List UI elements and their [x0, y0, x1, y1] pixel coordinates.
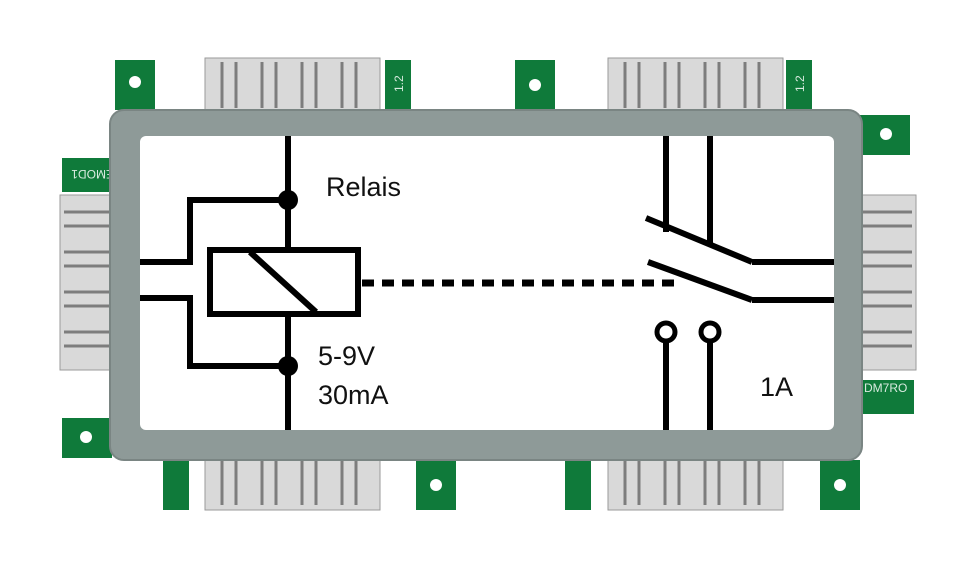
tab-bottom-1	[163, 460, 189, 510]
tab-bottom-2	[416, 460, 456, 510]
pin-header-left	[59, 194, 119, 371]
left-loop-lower	[140, 295, 288, 369]
tab-right-2	[858, 380, 914, 414]
current-label: 30mA	[318, 380, 389, 410]
contact-rating-label: 1A	[760, 372, 793, 402]
tab-bottom-4	[820, 460, 860, 510]
pin-header-top-right	[607, 57, 784, 114]
tab-top-2	[515, 60, 555, 110]
switch-blade-upper	[644, 215, 754, 265]
tab-right-1	[860, 115, 910, 155]
pin-header-bottom-left	[204, 454, 381, 511]
terminal-circles	[654, 320, 722, 344]
tab-top-3	[385, 60, 411, 110]
junction-dot-bottom	[278, 356, 298, 376]
tab-top-1	[115, 60, 155, 110]
pin-header-bottom-right	[607, 454, 784, 511]
switch-blade-lower	[646, 259, 754, 303]
tab-top-4	[786, 60, 812, 110]
pcb-mark-top-right: 1.2	[793, 75, 807, 92]
tab-bottom-3	[565, 460, 591, 510]
pin-header-right	[857, 194, 917, 371]
terminal-circle-1	[654, 320, 678, 344]
junction-dot-top	[278, 190, 298, 210]
component-label: Relais	[326, 172, 401, 202]
relay-coil-diagonal	[247, 249, 319, 315]
tab-left-1	[62, 158, 118, 192]
voltage-label: 5-9V	[318, 341, 375, 371]
left-loop-upper	[140, 197, 288, 265]
tab-left-2	[62, 418, 112, 458]
pin-header-top-left	[204, 57, 381, 114]
junction-dots	[278, 190, 298, 376]
pcb-mark-top-left: 1.2	[392, 75, 406, 92]
pcb-id-left: EMOD1	[71, 167, 114, 181]
pcb-tabs	[62, 60, 914, 510]
pcb-id-right: DM7RO	[864, 381, 907, 395]
terminal-circle-2	[698, 320, 722, 344]
